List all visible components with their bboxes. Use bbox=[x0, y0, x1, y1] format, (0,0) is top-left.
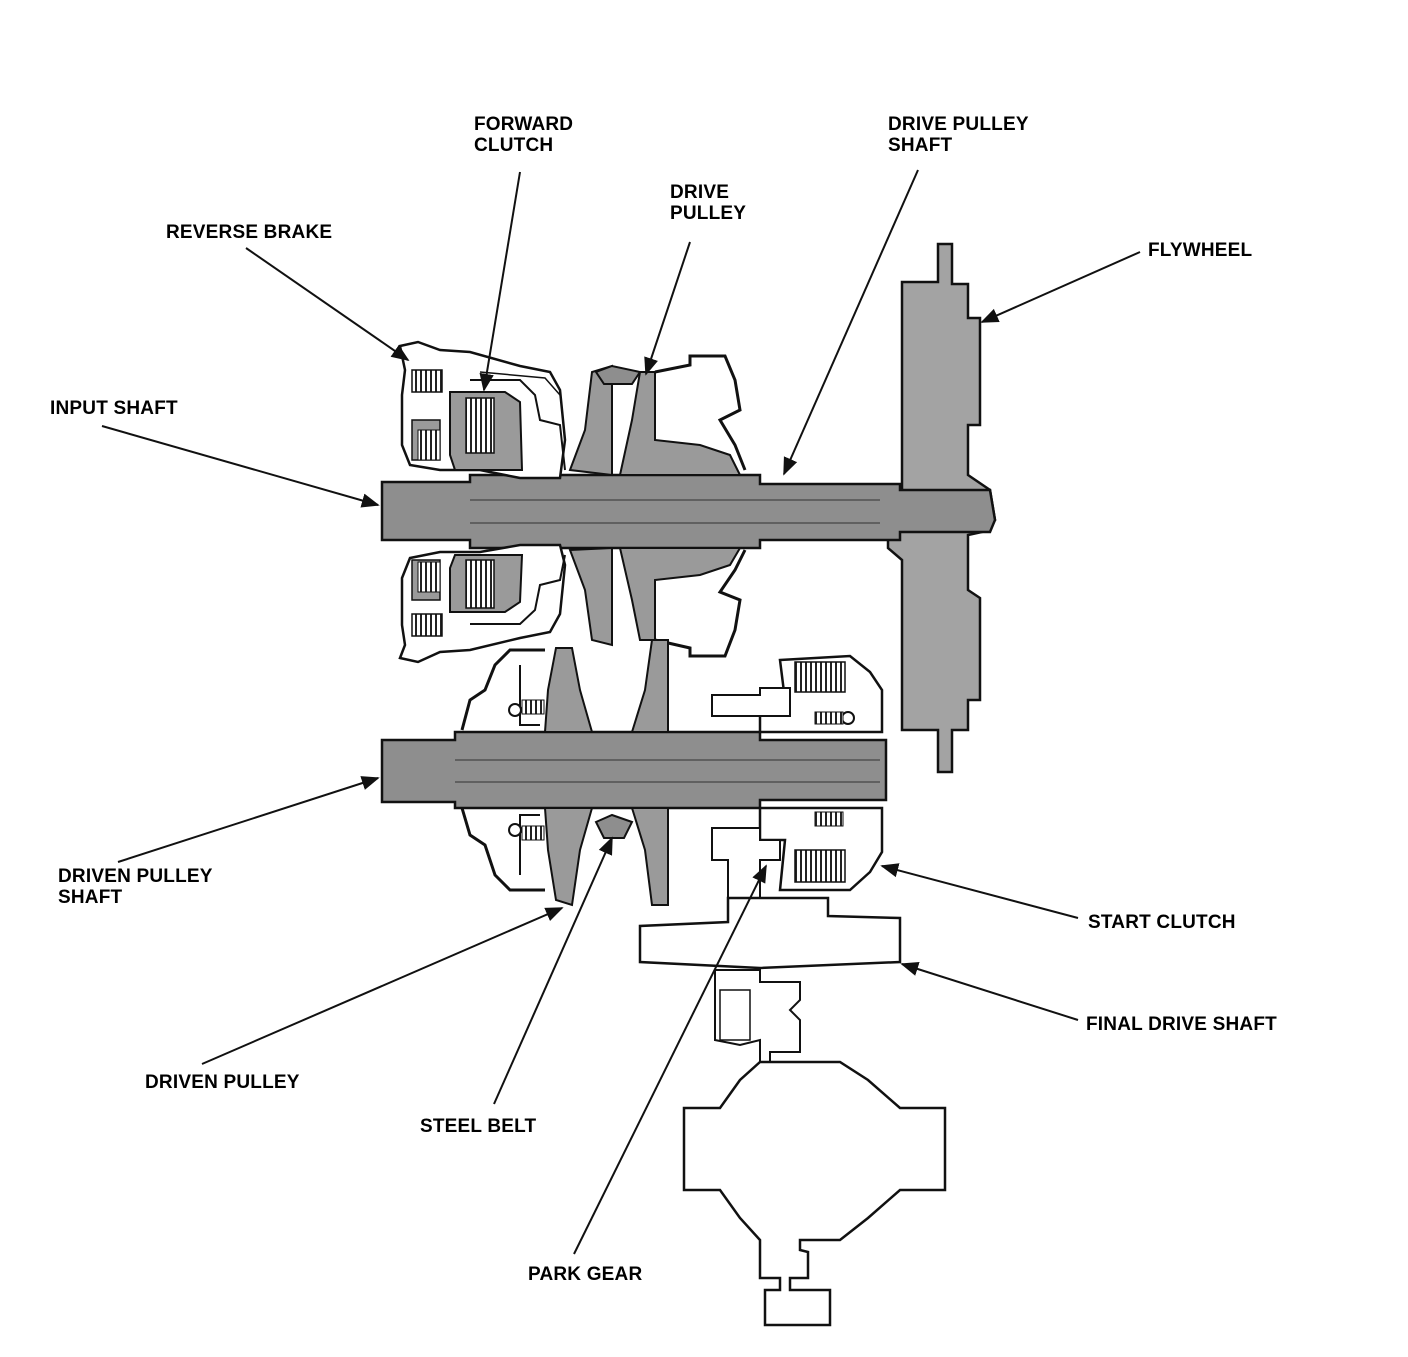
arrow-steel-belt bbox=[493, 836, 613, 1105]
forward-clutch bbox=[449, 371, 566, 471]
arrow-driven-pulley-shaft bbox=[117, 776, 380, 863]
arrow-start-clutch bbox=[880, 863, 1079, 919]
driven-pulley-shaft bbox=[380, 730, 888, 810]
label-park-gear: PARK GEAR bbox=[528, 1264, 643, 1285]
driven-pulley bbox=[460, 639, 669, 907]
arrow-forward-clutch bbox=[479, 171, 521, 392]
label-final-drive-shaft: FINAL DRIVE SHAFT bbox=[1086, 1014, 1277, 1035]
label-input-shaft: INPUT SHAFT bbox=[50, 398, 178, 419]
label-steel-belt: STEEL BELT bbox=[420, 1116, 537, 1137]
leader-lines bbox=[101, 169, 1141, 1255]
differential bbox=[682, 1060, 947, 1327]
arrow-final-drive-shaft bbox=[900, 962, 1079, 1021]
arrow-drive-pulley-shaft bbox=[783, 169, 919, 476]
drive-pulley bbox=[568, 354, 747, 658]
label-flywheel: FLYWHEEL bbox=[1148, 240, 1253, 261]
label-reverse-brake: REVERSE BRAKE bbox=[166, 222, 333, 243]
reverse-brake-lower bbox=[398, 543, 567, 664]
start-clutch bbox=[711, 654, 884, 892]
arrow-drive-pulley bbox=[644, 241, 691, 376]
arrow-flywheel bbox=[980, 251, 1141, 323]
arrow-reverse-brake bbox=[245, 247, 410, 362]
arrow-input-shaft bbox=[101, 425, 380, 508]
label-driven-pulley: DRIVEN PULLEY bbox=[145, 1072, 300, 1093]
arrow-park-gear bbox=[573, 864, 767, 1255]
arrow-driven-pulley bbox=[201, 907, 564, 1065]
final-drive-shaft bbox=[638, 896, 902, 1063]
label-start-clutch: START CLUTCH bbox=[1088, 912, 1236, 933]
park-gear bbox=[711, 827, 781, 907]
